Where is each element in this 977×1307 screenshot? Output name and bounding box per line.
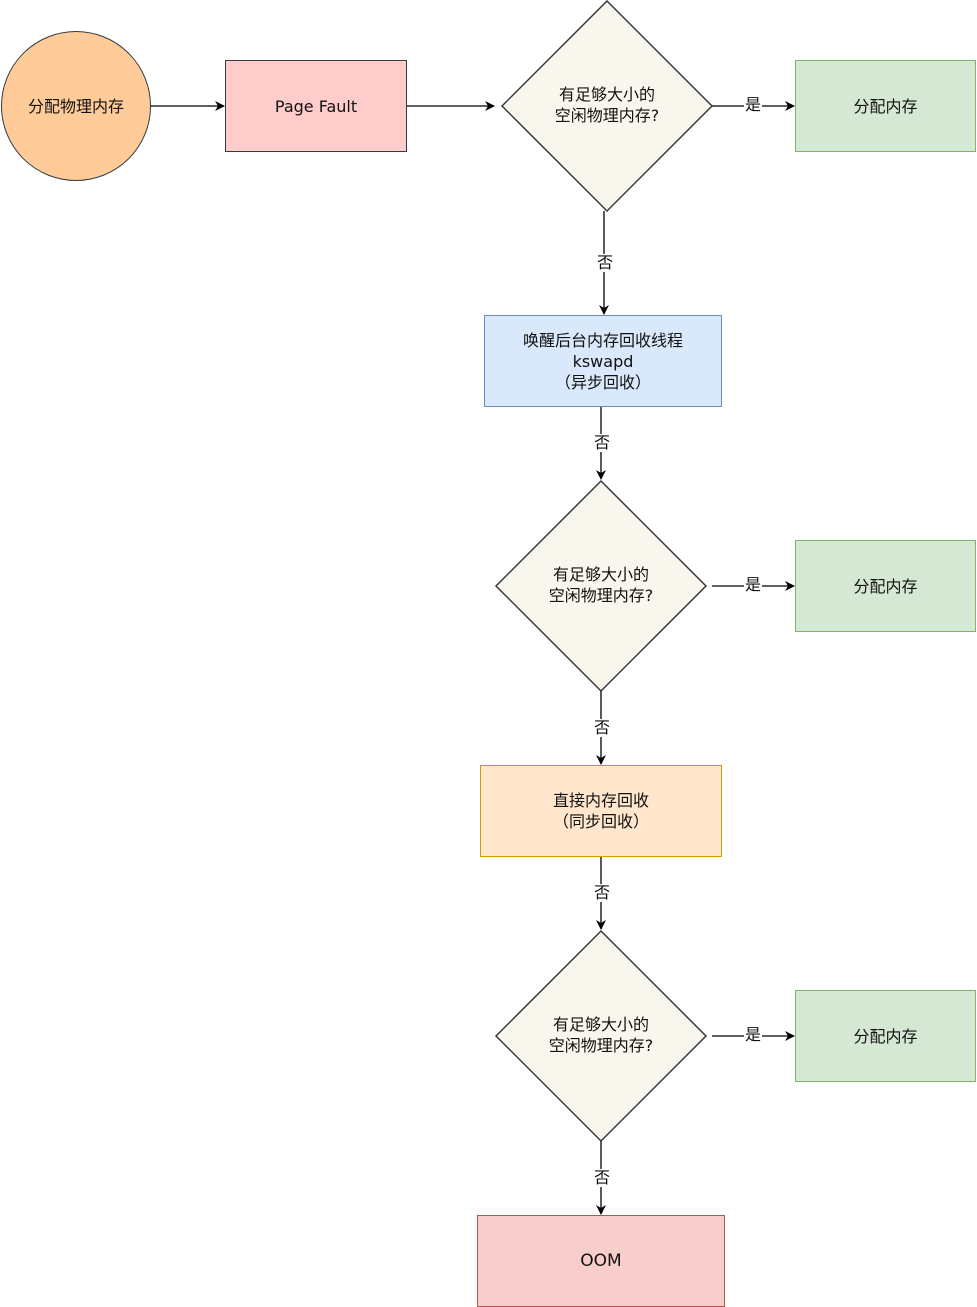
- edge-label-d3-yes: 是: [744, 1025, 763, 1044]
- decision-3-label: 有足够大小的 空闲物理内存?: [548, 1015, 654, 1055]
- edge-label-d3-no: 否: [593, 1168, 612, 1187]
- edge-label-d2-no: 否: [593, 718, 612, 737]
- decision-1-label: 有足够大小的 空闲物理内存?: [554, 85, 660, 125]
- oom-node: OOM: [477, 1215, 725, 1307]
- edge-label-d2-yes: 是: [744, 575, 763, 594]
- alloc-node-1: 分配内存: [795, 60, 976, 152]
- alloc-1-label: 分配内存: [853, 96, 918, 116]
- page-fault-node: Page Fault: [225, 60, 407, 152]
- edge-label-d1-no: 否: [596, 253, 615, 272]
- alloc-node-2: 分配内存: [795, 540, 976, 632]
- page-fault-label: Page Fault: [274, 96, 358, 116]
- oom-label: OOM: [580, 1250, 622, 1271]
- alloc-node-3: 分配内存: [795, 990, 976, 1082]
- decision-2-label: 有足够大小的 空闲物理内存?: [548, 565, 654, 605]
- edge-label-direct-no: 否: [593, 883, 612, 902]
- alloc-3-label: 分配内存: [853, 1026, 918, 1046]
- direct-reclaim-label: 直接内存回收 （同步回收）: [552, 791, 649, 831]
- kswapd-label: 唤醒后台内存回收线程 kswapd （异步回收）: [522, 330, 683, 392]
- start-node: 分配物理内存: [1, 31, 151, 181]
- direct-reclaim-node: 直接内存回收 （同步回收）: [480, 765, 722, 857]
- decision-diamond-1: [500, 0, 714, 213]
- edge-label-kswapd-no: 否: [593, 433, 612, 452]
- start-label: 分配物理内存: [27, 96, 124, 116]
- alloc-2-label: 分配内存: [853, 576, 918, 596]
- kswapd-node: 唤醒后台内存回收线程 kswapd （异步回收）: [484, 315, 722, 407]
- edge-label-d1-yes: 是: [744, 95, 763, 114]
